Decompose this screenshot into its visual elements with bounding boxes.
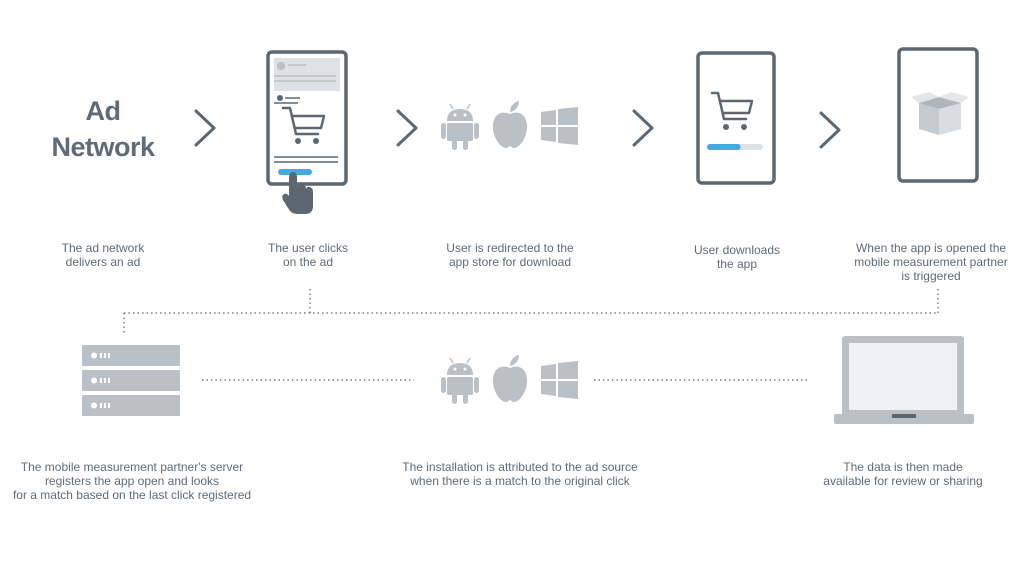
chevron-right-icon	[396, 109, 418, 147]
android-icon	[441, 357, 479, 404]
step-caption-download: User downloads the app	[693, 243, 781, 271]
laptop-icon	[834, 336, 974, 424]
download-progress-fill	[707, 144, 741, 150]
windows-icon	[541, 361, 578, 399]
apple-icon	[492, 355, 528, 402]
step-caption-redirect: User is redirected to the app store for …	[446, 241, 574, 269]
phone-app-open-icon	[897, 47, 979, 183]
phone-download-icon	[696, 51, 776, 185]
apple-icon	[492, 101, 528, 148]
chevron-right-icon	[632, 109, 654, 147]
step-caption-data-available: The data is then made available for revi…	[823, 460, 983, 488]
step-caption-ad-network: The ad network delivers an ad	[61, 241, 145, 269]
step-caption-attribution: The installation is attributed to the ad…	[402, 460, 638, 488]
box-icon	[911, 92, 969, 135]
phone-ad-icon	[266, 50, 348, 214]
windows-icon	[541, 107, 578, 145]
step-caption-app-open: When the app is opened the mobile measur…	[854, 241, 1008, 283]
chevron-right-icon	[194, 109, 216, 147]
server-icon	[82, 345, 180, 416]
chevron-right-icon	[819, 111, 841, 149]
android-icon	[441, 103, 479, 150]
step-caption-server: The mobile measurement partner's server …	[12, 460, 252, 502]
step-caption-user-click: The user clicks on the ad	[267, 241, 349, 269]
ad-network-title: Ad Network	[51, 96, 155, 162]
